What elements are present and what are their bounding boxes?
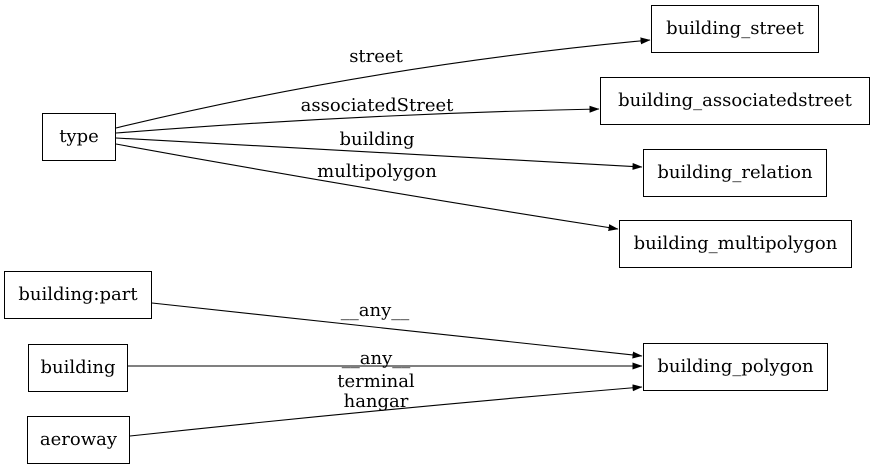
node-building_relation: building_relation: [643, 149, 827, 197]
edge-label-type-to-building_street: street: [349, 46, 403, 67]
edge-type-to-building_associatedstreet: [115, 105, 600, 134]
edge-type-to-building_multipolygon: [115, 143, 619, 231]
edge-label-type-to-building_relation: building: [339, 129, 415, 150]
node-type: type: [42, 113, 116, 161]
edge-aeroway-to-building_polygon: [129, 384, 643, 437]
edge-type-to-building_street: [115, 37, 651, 129]
node-building_part: building:part: [4, 271, 152, 319]
edge-label-aeroway-to-building_polygon: terminal hangar: [337, 371, 415, 412]
node-building: building: [28, 344, 128, 392]
node-building_street: building_street: [651, 5, 819, 53]
node-building_multipolygon: building_multipolygon: [619, 220, 852, 268]
edge-label-building_part-to-building_polygon: __any__: [340, 300, 410, 321]
node-building_polygon: building_polygon: [643, 343, 828, 391]
edge-label-type-to-building_multipolygon: multipolygon: [317, 161, 437, 182]
edge-label-type-to-building_associatedstreet: associatedStreet: [300, 95, 454, 116]
edge-label-building-to-building_polygon: __any__: [341, 348, 411, 369]
edge-type-to-building_relation: [115, 137, 643, 170]
node-building_associatedstreet: building_associatedstreet: [600, 77, 870, 125]
edge-building_part-to-building_polygon: [151, 302, 643, 359]
node-aeroway: aeroway: [27, 416, 130, 464]
